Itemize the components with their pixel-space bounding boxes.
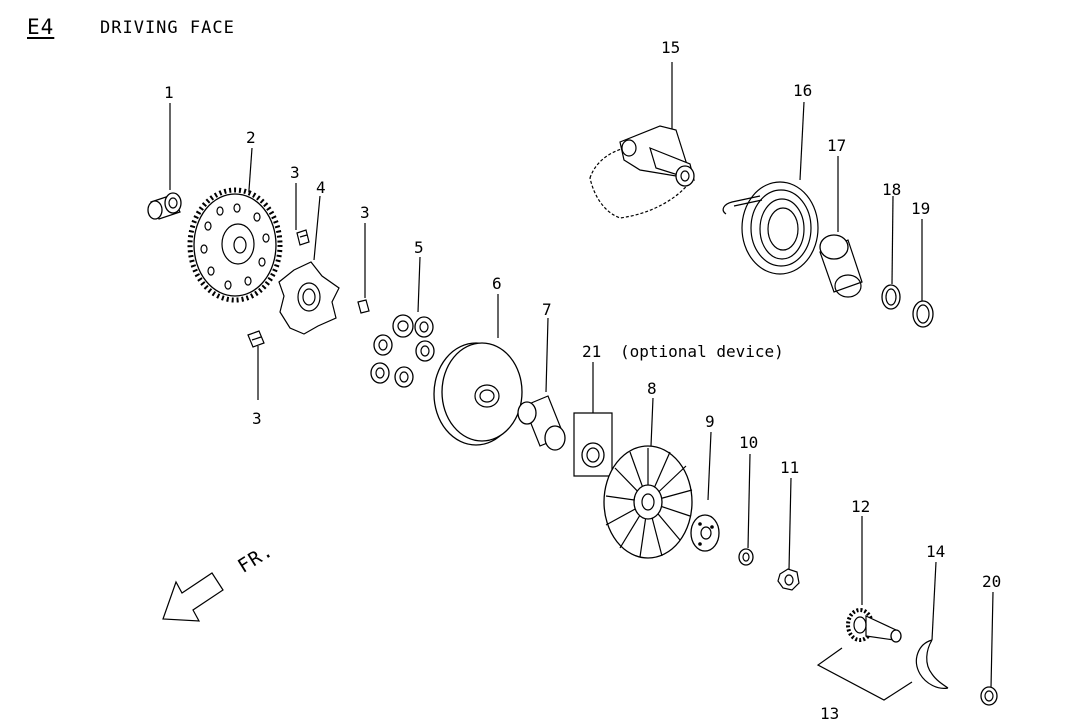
part-4-ramp-plate xyxy=(279,262,339,334)
part-17-bushing xyxy=(820,235,862,297)
callout-19: 19 xyxy=(911,199,931,218)
part-10-washer xyxy=(739,549,753,565)
part-3-slider-middle xyxy=(358,300,369,313)
callout-3-lower: 3 xyxy=(252,409,262,428)
part-7-sleeve xyxy=(518,396,565,450)
callout-18: 18 xyxy=(882,180,902,199)
callout-12: 12 xyxy=(851,497,871,516)
part-3-slider-upper xyxy=(297,230,309,245)
callout-11: 11 xyxy=(780,458,800,477)
part-14-clip xyxy=(916,640,948,688)
diagram-code: E4 xyxy=(27,15,55,39)
leader-lines xyxy=(170,62,993,700)
part-20-washer xyxy=(981,687,997,705)
callout-20: 20 xyxy=(982,572,1002,591)
part-15-kick-spindle xyxy=(590,126,694,218)
part-19-circlip xyxy=(913,301,933,327)
part-1-bushing xyxy=(148,193,181,219)
part-8-fan-pulley xyxy=(604,446,692,558)
callout-10: 10 xyxy=(739,433,759,452)
callout-14: 14 xyxy=(926,542,946,561)
callout-3-middle: 3 xyxy=(360,203,370,222)
part-12-pinion xyxy=(848,610,901,642)
part-18-washer xyxy=(882,285,900,309)
callout-21: 21 xyxy=(582,342,602,361)
callout-6: 6 xyxy=(492,274,502,293)
part-3-slider-lower xyxy=(248,331,264,347)
front-direction-arrow-icon xyxy=(163,573,223,621)
optional-device-note: (optional device) xyxy=(620,342,784,361)
callout-8: 8 xyxy=(647,379,657,398)
part-11-nut xyxy=(778,569,799,590)
part-6-driving-face-pulley xyxy=(434,343,522,445)
callout-5: 5 xyxy=(414,238,424,257)
callout-16: 16 xyxy=(793,81,813,100)
callout-15: 15 xyxy=(661,38,681,57)
part-5-rollers xyxy=(371,315,434,387)
callout-4: 4 xyxy=(316,178,326,197)
callout-7: 7 xyxy=(542,300,552,319)
part-9-plate xyxy=(691,515,719,551)
part-2-ring-gear xyxy=(190,190,280,300)
callout-13: 13 xyxy=(820,704,840,723)
part-16-spring xyxy=(723,182,818,274)
part-21-optional-washer xyxy=(574,413,612,476)
callout-2: 2 xyxy=(246,128,256,147)
callout-3-upper: 3 xyxy=(290,163,300,182)
callout-9: 9 xyxy=(705,412,715,431)
callout-1: 1 xyxy=(164,83,174,102)
callout-17: 17 xyxy=(827,136,847,155)
diagram-title: DRIVING FACE xyxy=(100,18,235,38)
